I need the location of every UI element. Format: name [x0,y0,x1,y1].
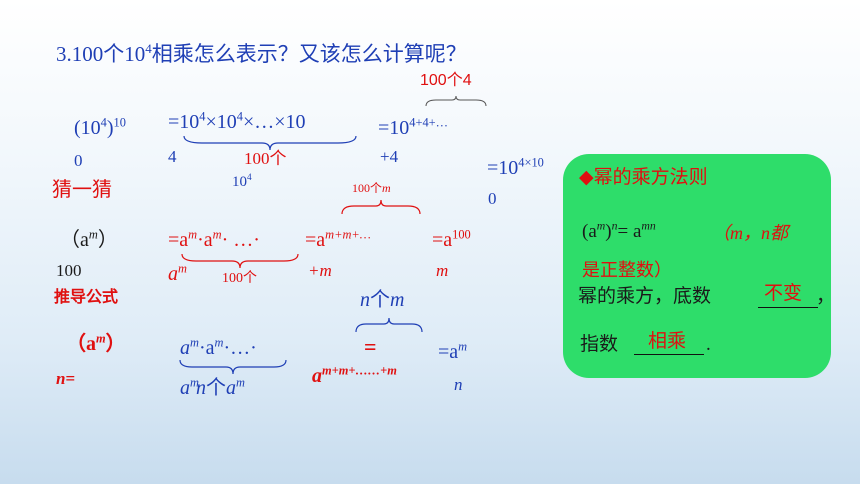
row1-brace-label-power: 104 [232,173,252,190]
row3-overbrace [355,317,423,333]
rule-line2: 指数 [580,334,619,355]
row3-expansion-wrap: am [180,375,199,399]
row1-underbrace [183,135,357,151]
row2-expansion: =am·am· …· [168,227,260,251]
guess-label: 猜一猜 [52,179,112,201]
row2-underbrace [181,253,299,269]
row1-result-wrap: 0 [488,189,497,208]
row1-sum-label: 100个4 [420,72,472,89]
rule-period: . [706,334,711,355]
row3-sum-eq: = [364,334,377,359]
row1-expansion-wrap: 4 [168,147,177,166]
rule-blank-exp: 相乘 [648,331,687,352]
derive-label: 推导公式 [54,289,119,306]
rule-comma: ， [816,286,836,307]
row1-expansion: =104×104×…×10 [168,109,306,133]
row2-expansion-wrap: am [168,261,187,285]
row1-result: =104×10 [487,155,544,179]
row2-power: （am） [60,227,118,251]
rule-formula: (am)n= amn [582,219,656,242]
question-num: 3.100个10 [56,42,146,66]
rule-blank-base: 不变 [764,283,803,304]
question-rest: 相乘怎么表示？又该怎么计算呢？ [151,42,467,66]
rule-panel [563,154,831,378]
row3-result-wrap: n [454,375,463,394]
row3-power: （am） [66,331,126,355]
row1-sum-wrap: +4 [380,147,399,166]
row3-top-label: n个m [360,289,405,311]
row2-power-wrap: 100 [56,261,82,280]
row1-brace-label: 100个 [244,149,287,168]
rule-blank-base-line [758,307,818,308]
row2-result: =a100 [432,227,471,251]
row2-overbrace [341,199,421,215]
row1-overbrace [425,95,487,107]
row2-sum: =am+m+… [305,227,371,251]
question-title: 3.100个104相乘怎么表示？又该怎么计算呢？ [56,40,467,66]
row3-underbrace [179,359,287,375]
row1-power-wrap: 0 [74,151,83,170]
rule-condition: （m，n都 [712,223,788,243]
row3-power-wrap: n= [56,369,76,388]
row2-sum-label: 100个m [352,181,391,195]
question-exp: 4 [145,40,152,56]
row3-expansion: am·am·…· [180,335,257,359]
row3-sum: am+m+……+m [312,363,397,387]
row1-power: (104)10 [74,115,126,139]
row2-result-wrap: m [436,261,449,280]
row2-sum-wrap: +m [308,261,332,280]
rule-title: ◆幂的乘方法则 [579,167,708,188]
rule-blank-exp-line [634,354,704,355]
rule-line1: 幂的乘方，底数 [578,286,712,307]
row3-result: =am [438,339,468,363]
row3-brace-label: n个am [196,375,245,399]
row1-sum: =104+4+… [378,115,449,139]
row2-brace-label: 100个 [222,271,257,286]
rule-condition-2: 是正整数） [582,260,672,280]
